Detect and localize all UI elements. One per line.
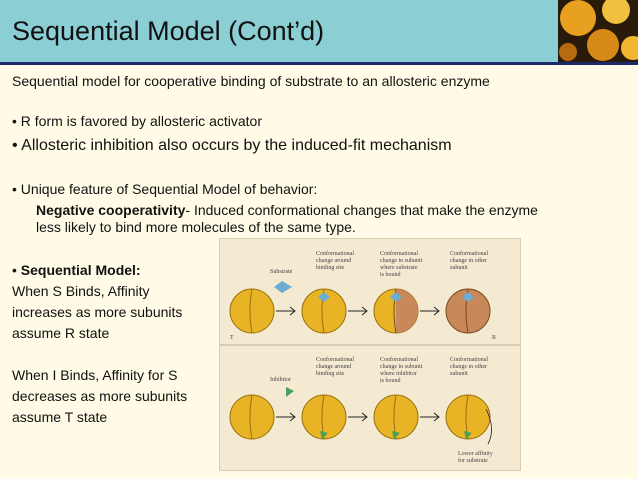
- negative-cooperativity-definition: - Induced conformational changes that ma…: [185, 202, 538, 218]
- top-conf3-l2: subunit: [450, 265, 468, 271]
- top-enzyme-1: [229, 288, 275, 334]
- i-binds-line-2: decreases as more subunits: [12, 388, 188, 404]
- top-conf1-l2: binding site: [316, 265, 345, 271]
- i-binds-line-1: When I Binds, Affinity for S: [12, 367, 178, 383]
- top-conf1-l1: change around: [316, 258, 351, 264]
- i-binds-line-3: assume T state: [12, 409, 108, 425]
- negative-cooperativity-line: Negative cooperativity- Induced conforma…: [36, 202, 538, 218]
- substrate-bound-2: [390, 292, 402, 302]
- top-conf3-l0: Conformational: [450, 250, 488, 257]
- bottom-conf1-l2: binding site: [316, 371, 345, 377]
- top-enzyme-3: [373, 288, 419, 334]
- bottom-conf2-l3: is bound: [380, 378, 401, 384]
- bottom-conf1-l0: Conformational: [316, 356, 354, 363]
- lower-affinity-arrow: [485, 408, 492, 445]
- negative-cooperativity-term: Negative cooperativity: [36, 202, 186, 218]
- lower-affinity-l1: for substrate: [458, 457, 488, 464]
- bullet-allosteric-inhibition: • Allosteric inhibition also occurs by t…: [12, 137, 452, 154]
- top-arrow-2: [348, 306, 368, 316]
- state-t-label: T: [230, 335, 234, 341]
- inhibitor-wedge: [286, 387, 294, 397]
- sequential-model-heading: • Sequential Model:: [12, 262, 141, 278]
- sequential-model-figure: Substrate Conformational change around b…: [219, 238, 521, 471]
- inhibitor-bound-3: [464, 431, 472, 439]
- bullet-marker: •: [12, 262, 21, 278]
- bottom-conf2-l0: Conformational: [380, 356, 418, 363]
- top-conf2-l3: is bound: [380, 272, 401, 278]
- bottom-conf1-l1: change around: [316, 364, 351, 370]
- bottom-conf3-l0: Conformational: [450, 356, 488, 363]
- intro-text: Sequential model for cooperative binding…: [12, 73, 490, 89]
- substrate-diamond: [274, 281, 292, 293]
- s-binds-line-2: increases as more subunits: [12, 304, 183, 320]
- top-arrow-3: [420, 306, 440, 316]
- bottom-arrow-1: [276, 412, 296, 422]
- substrate-label: Substrate: [270, 269, 293, 275]
- sequential-model-label: Sequential Model:: [20, 262, 141, 278]
- top-conf1-l0: Conformational: [316, 250, 354, 257]
- slide-title: Sequential Model (Cont’d): [12, 16, 325, 46]
- bottom-conf3-l2: subunit: [450, 371, 468, 377]
- corner-photo: [558, 0, 638, 62]
- s-binds-line-3: assume R state: [12, 325, 110, 341]
- title-bar: [0, 0, 638, 62]
- negative-cooperativity-definition-2: less likely to bind more molecules of th…: [36, 219, 356, 235]
- bottom-conf3-l1: change in other: [450, 364, 487, 370]
- bottom-arrow-3: [420, 412, 440, 422]
- inhibitor-bound-1: [320, 431, 328, 439]
- bullet-unique-feature: • Unique feature of Sequential Model of …: [12, 181, 318, 197]
- state-r-label: R: [492, 335, 496, 341]
- top-conf2-l0: Conformational: [380, 250, 418, 257]
- lower-affinity-l0: Lower affinity: [458, 450, 493, 457]
- inhibitor-label: Inhibitor: [270, 377, 291, 383]
- title-divider: [0, 62, 638, 65]
- substrate-bound-3: [462, 292, 474, 302]
- bottom-conf2-l2: where inhibitor: [380, 371, 417, 377]
- top-conf2-l2: where substrate: [380, 265, 418, 271]
- inhibitor-bound-2: [392, 431, 400, 439]
- top-arrow-1: [276, 306, 296, 316]
- s-binds-line-1: When S Binds, Affinity: [12, 283, 150, 299]
- bottom-enzyme-1: [229, 394, 275, 440]
- top-conf2-l1: change in subunit: [380, 258, 423, 264]
- bottom-conf2-l1: change in subunit: [380, 364, 423, 370]
- bottom-enzyme-2: [301, 394, 347, 440]
- top-conf3-l1: change in other: [450, 258, 487, 264]
- bullet-r-form: • R form is favored by allosteric activa…: [12, 113, 262, 129]
- bottom-arrow-2: [348, 412, 368, 422]
- substrate-bound-1: [318, 292, 330, 302]
